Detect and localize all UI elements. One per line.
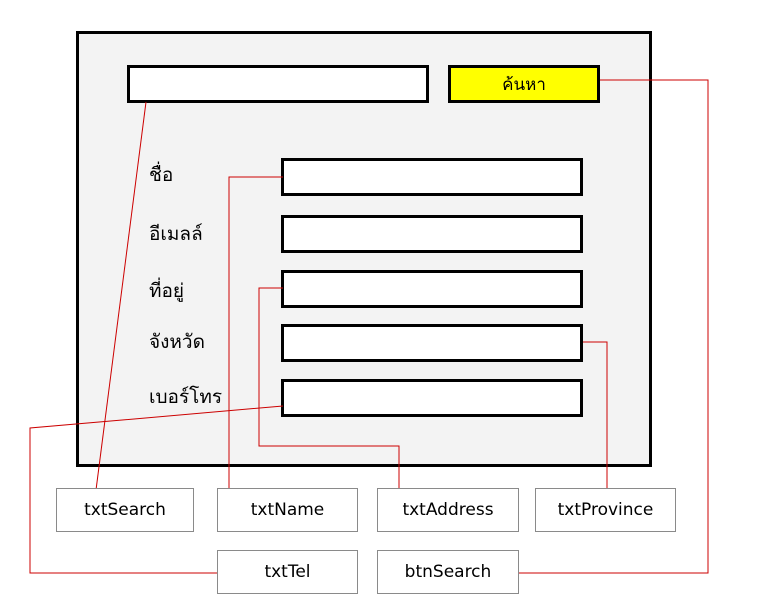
search-input[interactable]	[127, 65, 429, 103]
address-field[interactable]	[281, 270, 583, 308]
tag-txtname: txtName	[217, 488, 358, 532]
email-field[interactable]	[281, 215, 583, 253]
email-label: อีเมลล์	[149, 223, 203, 245]
tag-txtprovince: txtProvince	[535, 488, 676, 532]
tel-field[interactable]	[281, 379, 583, 417]
tag-txtsearch: txtSearch	[56, 488, 194, 532]
name-field[interactable]	[281, 158, 583, 196]
province-field[interactable]	[281, 324, 583, 362]
tag-btnsearch: btnSearch	[377, 550, 519, 594]
address-label: ที่อยู่	[149, 280, 185, 302]
tag-txtaddress: txtAddress	[377, 488, 519, 532]
name-label: ชื่อ	[149, 164, 174, 186]
search-button[interactable]: ค้นหา	[448, 65, 600, 103]
tag-txttel: txtTel	[217, 550, 358, 594]
province-label: จังหวัด	[149, 331, 205, 353]
tel-label: เบอร์โทร	[149, 386, 223, 408]
